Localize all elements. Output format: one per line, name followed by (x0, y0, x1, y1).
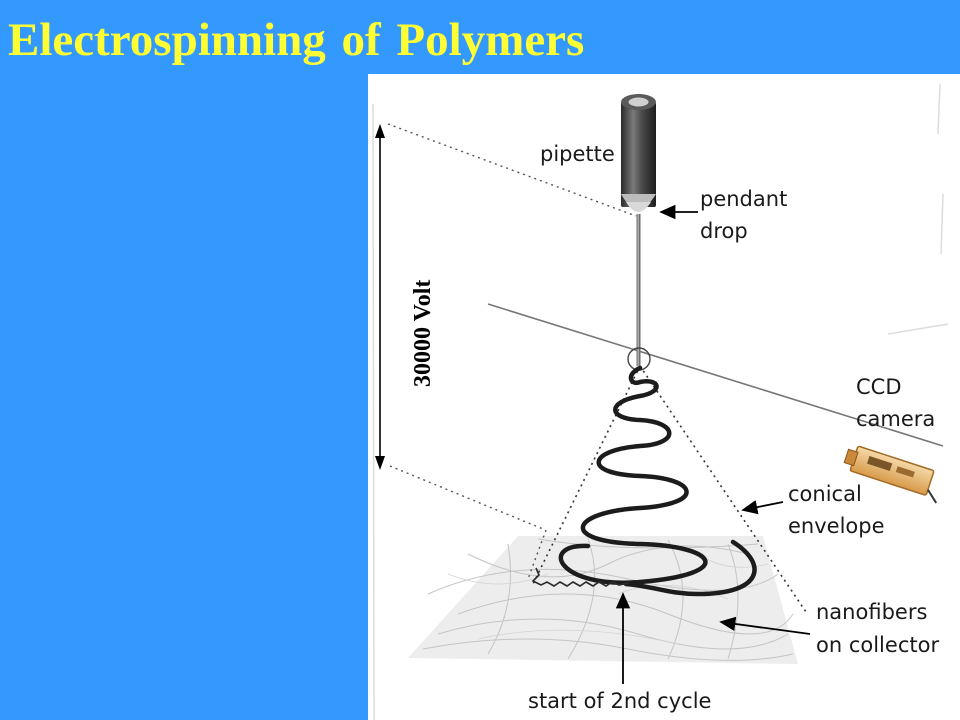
pointer-arrows (615, 204, 811, 684)
label-start-of-2nd-cycle: start of 2nd cycle (528, 689, 711, 713)
voltage-arrow (375, 124, 385, 470)
diagram-svg: 30000 Volt (372, 83, 949, 720)
label-nanofibers-line1: nanofibers (816, 600, 927, 624)
jet (636, 214, 641, 366)
label-pendant-drop-line2: drop (700, 219, 748, 243)
support-line (487, 303, 944, 447)
background-lines (372, 83, 949, 720)
label-conical-envelope-line1: conical (788, 482, 862, 506)
slide-title: Electrospinning of Polymers (8, 14, 585, 66)
label-ccd-camera-line1: CCD (856, 375, 902, 399)
electrospinning-diagram: 30000 Volt (368, 74, 960, 720)
collector-plane (408, 536, 798, 664)
label-ccd-camera-line2: camera (856, 407, 935, 431)
ccd-camera-icon (843, 445, 938, 504)
dotted-planes (387, 123, 637, 580)
label-nanofibers-line2: on collector (816, 633, 939, 657)
pipette (621, 94, 656, 212)
label-conical-envelope-line2: envelope (788, 514, 885, 538)
voltage-label: 30000 Volt (410, 280, 436, 387)
label-pendant-drop-line1: pendant (700, 187, 787, 211)
spiral-fiber (558, 365, 708, 585)
second-cycle-fiber (531, 567, 630, 587)
label-pipette: pipette (540, 142, 615, 166)
conical-envelope (532, 365, 807, 613)
spiral-bottom-loop (623, 539, 757, 597)
